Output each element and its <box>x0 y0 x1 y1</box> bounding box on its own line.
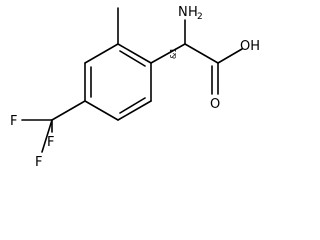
fluorine-top-label: F <box>47 135 54 150</box>
ring-to-cf3-bond <box>51 100 86 121</box>
stereo-tag: &1 <box>169 48 178 59</box>
alpha-to-carboxyl-bond <box>184 43 219 64</box>
hydroxyl-bond <box>217 48 243 64</box>
structure-canvas: N H 2 &1 OH O F F F <box>10 5 260 170</box>
ring-bond-4 <box>84 100 119 121</box>
ring-bond-6 <box>84 43 119 64</box>
ring-bond-1 <box>117 43 152 64</box>
amine-n-label: N <box>178 5 188 20</box>
benzene-ring <box>84 43 152 121</box>
amine-h-label: H <box>188 5 198 20</box>
fluorine-bottom-label: F <box>35 155 42 170</box>
ring-to-alpha-bond <box>150 43 186 64</box>
hydroxyl-label: OH <box>240 39 260 54</box>
ring-double-2 <box>119 97 146 114</box>
molecule-drawing: N H 2 &1 OH O F F F <box>10 5 260 170</box>
cf3-bond-bottom <box>41 119 53 153</box>
ring-double-1 <box>119 50 146 67</box>
carbonyl-o-label: O <box>210 97 220 112</box>
ring-bond-3 <box>117 100 152 121</box>
fluorine-left-label: F <box>10 114 17 129</box>
amine-subscript: 2 <box>197 12 203 22</box>
